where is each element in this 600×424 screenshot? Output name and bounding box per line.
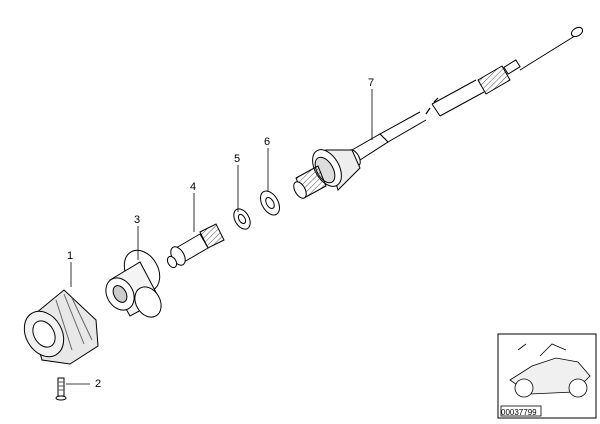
callout-part-4: 4: [190, 181, 197, 193]
leader-lines: [66, 89, 373, 385]
callout-part-1: 1: [67, 250, 74, 262]
callout-part-2: 2: [95, 378, 102, 390]
callout-part-7: 7: [368, 77, 375, 89]
callout-part-6: 6: [264, 136, 271, 148]
part-2-screw: [55, 377, 67, 401]
callout-part-5: 5: [234, 153, 241, 165]
part-5-washer: [233, 208, 251, 230]
part-1-knob: [23, 289, 99, 365]
callout-part-3: 3: [134, 214, 141, 226]
part-3-sleeve: [105, 249, 162, 318]
part-7-cable: [347, 26, 584, 167]
part-7-threaded-end: [293, 149, 361, 199]
motorcycle-thumbnail: [497, 333, 597, 419]
part-4-pin: [166, 223, 225, 269]
diagram-reference-code: 00037799: [501, 408, 537, 417]
part-6-washer: [260, 190, 280, 216]
